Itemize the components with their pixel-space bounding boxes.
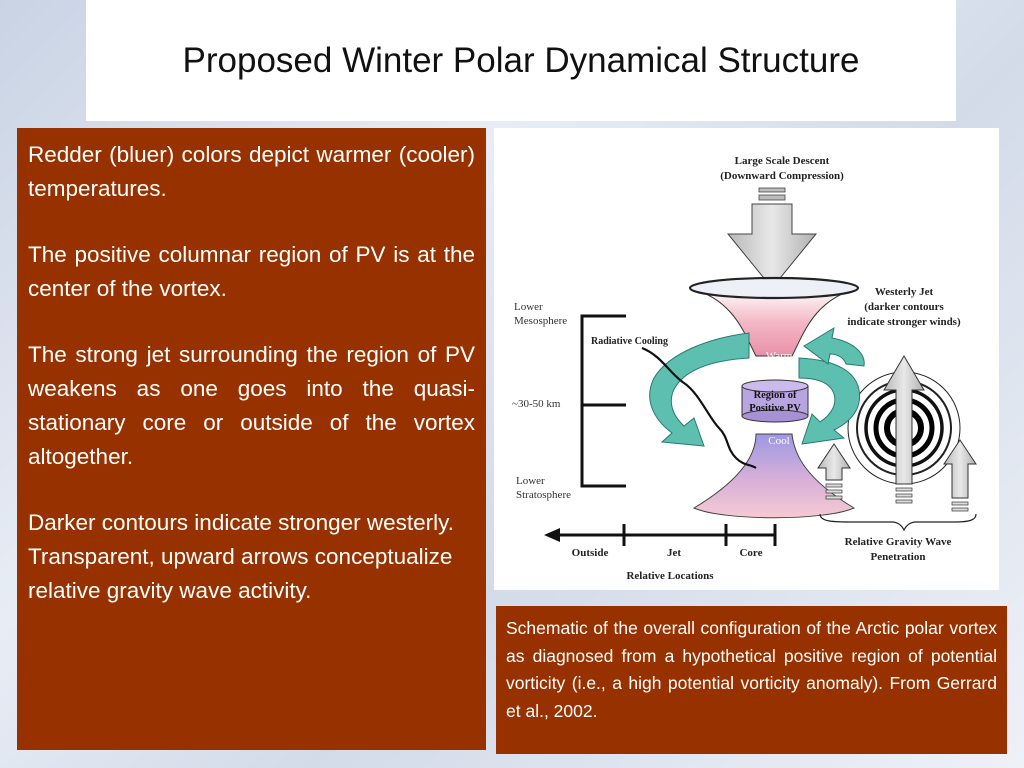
vortex-schematic-figure: Large Scale Descent (Downward Compressio… bbox=[494, 128, 999, 590]
gravity-wave-label-1: Relative Gravity Wave bbox=[845, 536, 952, 548]
gravity-wave-bracket bbox=[819, 513, 977, 532]
axis-core-label: Core bbox=[739, 547, 762, 559]
title-box: Proposed Winter Polar Dynamical Structur… bbox=[86, 0, 956, 121]
descent-arrow bbox=[726, 187, 818, 289]
pv-positive-label: Positive PV bbox=[749, 403, 801, 414]
lower-stratosphere-label-1: Lower bbox=[516, 475, 545, 487]
vortex-schematic-svg: Large Scale Descent (Downward Compressio… bbox=[512, 155, 977, 582]
radiative-cooling-label: Radiative Cooling bbox=[591, 336, 668, 347]
jet-label-2: (darker contours bbox=[864, 301, 944, 313]
paragraph-contours: Darker contours indicate stronger wester… bbox=[28, 510, 455, 603]
paragraph-pv-column: The positive columnar region of PV is at… bbox=[28, 242, 475, 301]
slide-title: Proposed Winter Polar Dynamical Structur… bbox=[182, 40, 860, 80]
gravity-wave-label-2: Penetration bbox=[871, 551, 926, 563]
circulation-arrows bbox=[649, 326, 865, 447]
lower-mesosphere-label-1: Lower bbox=[514, 301, 543, 313]
cool-label: Cool bbox=[768, 435, 789, 447]
warm-label: Warm bbox=[766, 350, 793, 362]
descent-label: Large Scale Descent bbox=[735, 155, 830, 167]
cool-cone bbox=[692, 433, 856, 519]
axis-jet-label: Jet bbox=[667, 547, 681, 559]
relative-location-axis bbox=[544, 524, 777, 546]
axis-title: Relative Locations bbox=[626, 570, 714, 582]
gravity-wave-arrows bbox=[817, 355, 977, 512]
paragraph-colors: Redder (bluer) colors depict warmer (coo… bbox=[28, 142, 475, 201]
funnel-rim bbox=[688, 276, 860, 300]
compression-label: (Downward Compression) bbox=[720, 170, 844, 182]
left-text-panel: Redder (bluer) colors depict warmer (coo… bbox=[17, 128, 486, 750]
tropopause-wave-line bbox=[641, 346, 757, 469]
axis-outside-label: Outside bbox=[572, 547, 609, 559]
paragraph-jet: The strong jet surrounding the region of… bbox=[28, 342, 475, 469]
lower-mesosphere-label-2: Mesosphere bbox=[514, 315, 567, 327]
caption-text: Schematic of the overall configuration o… bbox=[506, 618, 997, 721]
pv-region-label: Region of bbox=[754, 390, 797, 401]
lower-stratosphere-label-2: Stratosphere bbox=[516, 489, 571, 501]
altitude-bracket bbox=[580, 314, 626, 488]
altitude-label: ~30-50 km bbox=[512, 398, 561, 410]
warm-funnel bbox=[689, 287, 859, 357]
jet-label-1: Westerly Jet bbox=[875, 286, 934, 298]
jet-label-3: indicate stronger winds) bbox=[847, 316, 961, 328]
positive-pv-cylinder bbox=[741, 379, 809, 423]
figure-caption: Schematic of the overall configuration o… bbox=[496, 606, 1007, 754]
